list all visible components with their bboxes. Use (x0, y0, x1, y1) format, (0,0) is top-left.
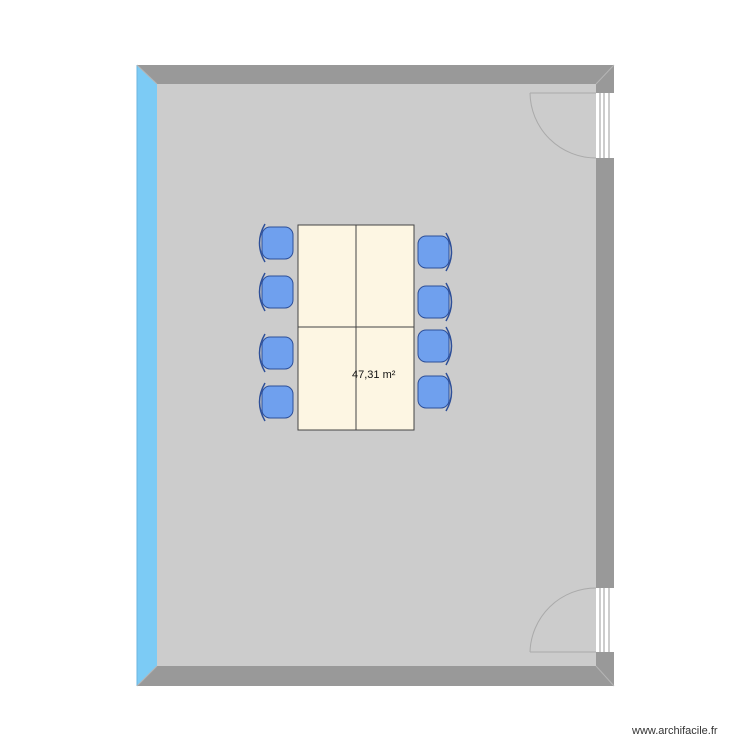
corner-bevel-bottom-left (136, 665, 158, 687)
bottom-wall (137, 666, 614, 686)
door-swing-lower (529, 587, 597, 653)
chair (258, 272, 294, 312)
chairs-right (417, 232, 453, 412)
chair (417, 372, 453, 412)
right-wall-upper (596, 65, 614, 93)
right-wall-middle (596, 158, 614, 588)
corner-bevel-top-left (136, 64, 158, 85)
corner-bevel-top-right (595, 64, 615, 85)
room-area-label: 47,31 m² (352, 369, 396, 381)
right-wall-lower (596, 652, 614, 686)
table (355, 326, 415, 431)
watermark-link[interactable]: www.archifacile.fr (632, 725, 718, 737)
corner-bevel-bottom-right (595, 665, 615, 687)
chairs-left (258, 223, 294, 422)
door-lower (529, 587, 614, 653)
table (297, 326, 357, 431)
chair (417, 326, 453, 366)
chair (417, 282, 453, 322)
table (297, 224, 357, 328)
table (355, 224, 415, 328)
chair (258, 333, 294, 373)
window-left-wall (137, 65, 157, 686)
door-swing-upper (529, 92, 597, 159)
door-upper (529, 92, 614, 159)
chair (258, 382, 294, 422)
top-wall (137, 65, 614, 84)
door-frame-lower (596, 588, 614, 652)
door-frame-upper (596, 93, 614, 158)
chair (258, 223, 294, 263)
tables (297, 224, 415, 431)
chair (417, 232, 453, 272)
